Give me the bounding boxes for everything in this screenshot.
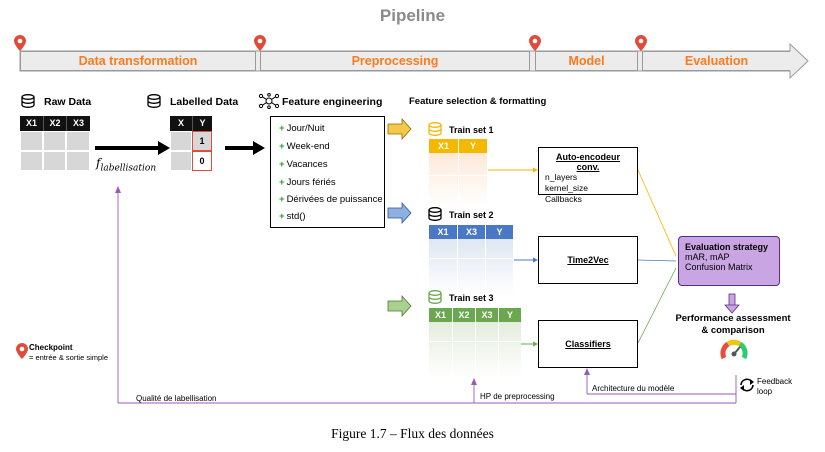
raw-data-title: Raw Data <box>44 96 92 108</box>
train-set-1-title: Train set 1 <box>449 125 494 135</box>
phase-model: Model <box>535 51 638 71</box>
raw-data-header: X2 <box>43 116 66 131</box>
gauge-icon <box>720 339 748 360</box>
feedback-loop-label: Feedback loop <box>757 377 792 397</box>
phase-evaluation: Evaluation <box>642 51 790 71</box>
evaluation-metric: mAR, mAP <box>685 252 730 262</box>
performance-assessment-line: Performance assessment <box>675 313 791 324</box>
labelled-data-header: X <box>170 116 192 131</box>
checkpoint-pin-icon <box>635 35 647 51</box>
database-icon <box>428 122 442 136</box>
labelled-data-table: X Y 1 0 <box>170 116 212 171</box>
autoencoder-param: Callbacks <box>545 194 582 204</box>
feedback-loop-line: Feedback <box>757 377 793 386</box>
checkpoint-legend-desc: = entrée & sortie simple <box>29 353 108 362</box>
database-icon <box>428 290 442 304</box>
autoencoder-title: Auto-encodeur conv. <box>556 152 620 172</box>
raw-data-header: X3 <box>66 116 90 131</box>
checkpoint-pin-icon <box>14 35 26 51</box>
feature-selection-title: Feature selection & formatting <box>409 96 547 107</box>
labelling-function-symbol: f <box>96 156 101 170</box>
label-value: 0 <box>192 151 212 171</box>
feature-item: +Jour/Nuit <box>279 123 325 134</box>
feedback-loop-line: loop <box>757 387 773 396</box>
train-set-2-table: X1 X3 Y <box>429 225 513 295</box>
diagram-title: Pipeline <box>379 6 446 25</box>
checkpoint-legend-pin-icon <box>16 343 28 359</box>
labelled-data-title: Labelled Data <box>170 96 239 108</box>
database-icon <box>21 94 35 108</box>
phase-preprocessing: Preprocessing <box>260 51 530 71</box>
train-set-header: X3 <box>475 308 498 322</box>
feature-item: +Week-end <box>279 141 330 152</box>
time2vec-box: Time2Vec <box>538 236 638 284</box>
train-set-header: X1 <box>429 308 452 322</box>
feature-item: +Jours fériés <box>279 177 336 188</box>
labelled-data-header: Y <box>192 116 212 131</box>
train-set-header: Y <box>485 225 513 239</box>
autoencoder-param: kernel_size <box>545 183 588 193</box>
feature-item: +Dérivées de puissance <box>279 194 383 205</box>
hp-preprocessing-label: HP de preprocessing <box>480 392 555 401</box>
database-icon <box>147 94 161 108</box>
train-set-header: X1 <box>429 225 457 239</box>
autoencoder-box: Auto-encodeur conv. n_layers kernel_size… <box>538 147 638 204</box>
feature-item: +Vacances <box>279 159 328 170</box>
performance-assessment-label: Performance assessment & comparison <box>665 313 801 337</box>
feature-engineering-box: +Jour/Nuit +Week-end +Vacances +Jours fé… <box>270 116 385 228</box>
label-value: 1 <box>192 131 212 151</box>
labelling-function-subscript: labellisation <box>100 163 157 174</box>
network-icon <box>258 93 280 109</box>
evaluation-strategy-title: Evaluation strategy <box>685 242 769 252</box>
architecture-label: Architecture du modèle <box>592 384 675 393</box>
train-set-header: X3 <box>457 225 485 239</box>
train-set-2-title: Train set 2 <box>449 210 494 220</box>
train-set-header: X1 <box>429 139 458 153</box>
figure-caption: Figure 1.7 – Flux des données <box>331 426 494 441</box>
labelling-quality-label: Qualité de labellisation <box>136 394 217 403</box>
train-set-header: Y <box>458 139 487 153</box>
train-set-1-table: X1 Y <box>429 139 487 205</box>
checkpoint-legend-title: Checkpoint <box>29 343 73 352</box>
database-icon <box>428 207 442 221</box>
performance-assessment-line: & comparison <box>701 325 765 336</box>
train-set-header: Y <box>498 308 521 322</box>
classifiers-box: Classifiers <box>538 320 638 368</box>
feature-item: +std() <box>279 211 306 222</box>
train-set-3-title: Train set 3 <box>449 293 494 303</box>
raw-data-table: X1 X2 X3 <box>20 116 90 171</box>
train-set-header: X2 <box>452 308 475 322</box>
raw-data-header: X1 <box>20 116 43 131</box>
phase-data-transformation: Data transformation <box>20 51 256 71</box>
train-set-3-table: X1 X2 X3 Y <box>429 308 521 378</box>
autoencoder-param: n_layers <box>545 172 578 182</box>
labelling-function: flabellisation <box>96 156 156 173</box>
checkpoint-pin-icon <box>529 35 541 51</box>
evaluation-strategy-box: Evaluation strategy mAR, mAP Confusion M… <box>678 236 780 286</box>
feature-engineering-title: Feature engineering <box>282 96 383 108</box>
checkpoint-pin-icon <box>254 35 266 51</box>
feedback-loop-icon <box>740 378 754 392</box>
evaluation-metric: Confusion Matrix <box>685 262 753 272</box>
